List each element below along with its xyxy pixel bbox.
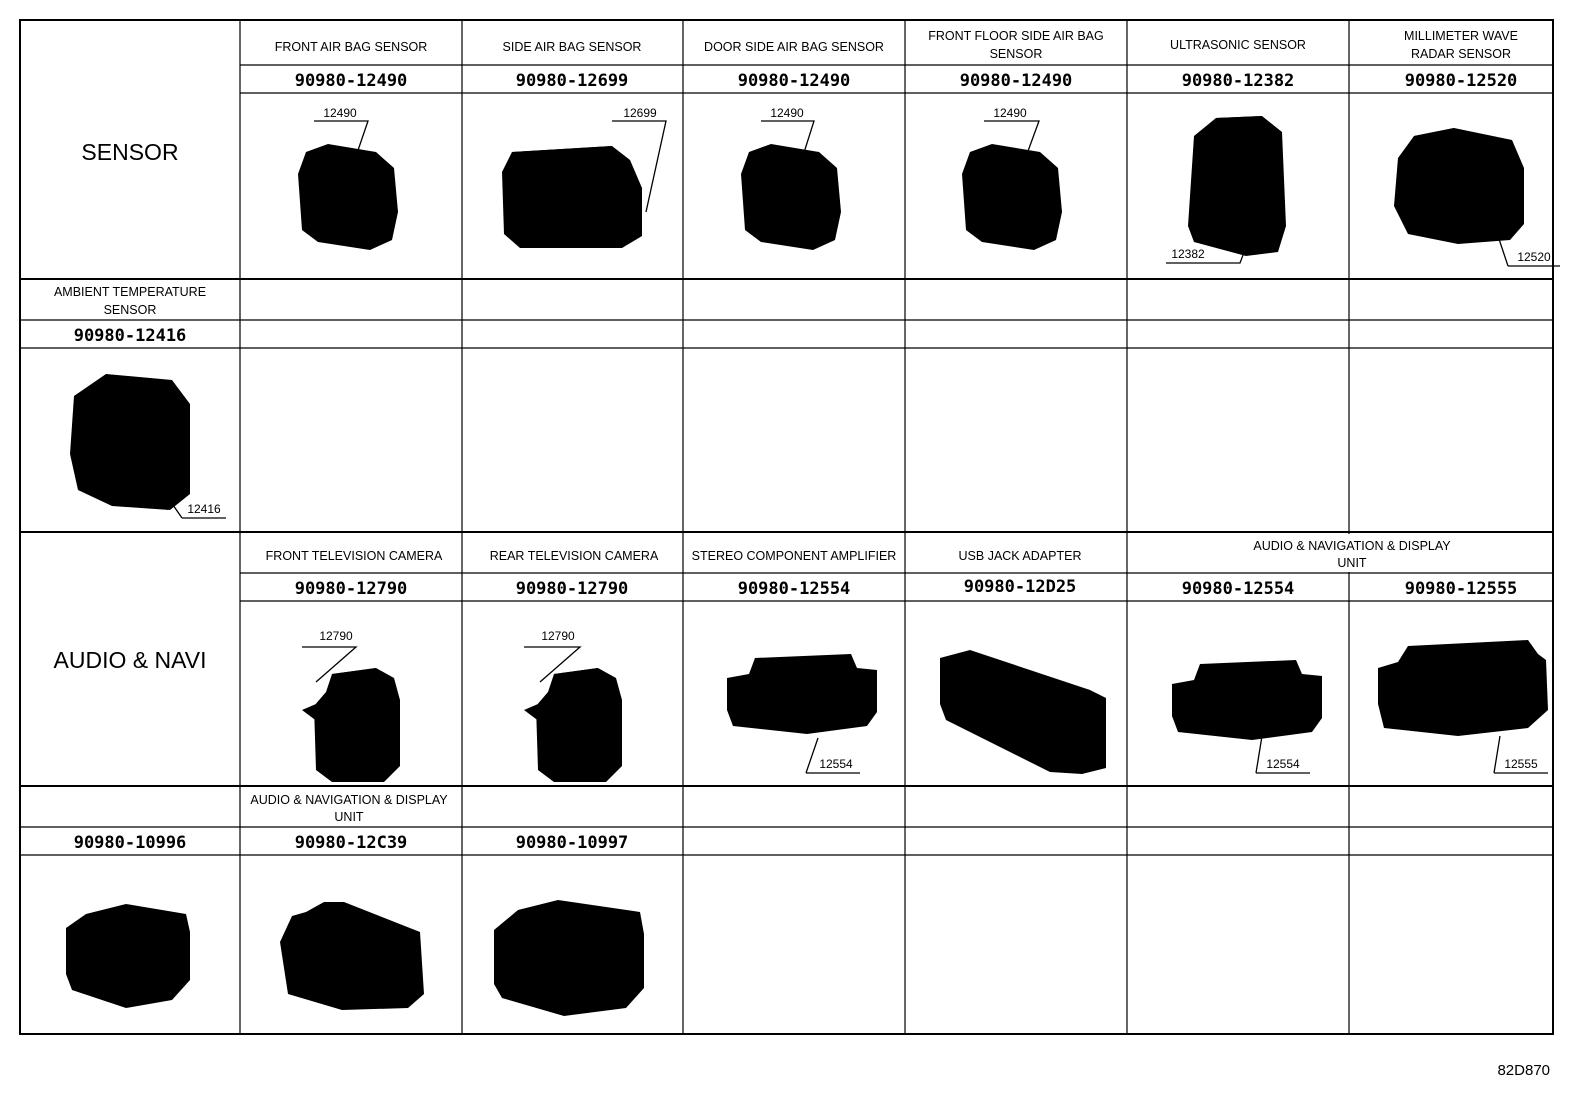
temperature-connector-icon bbox=[70, 374, 190, 510]
title-audio-navigation-display-unit: UNIT bbox=[1337, 556, 1367, 570]
title-audio-navigation-display-unit-2: UNIT bbox=[334, 810, 364, 824]
callout-label: 12382 bbox=[1171, 247, 1205, 261]
title-audio-navigation-display-2: AUDIO & NAVIGATION & DISPLAY bbox=[250, 793, 448, 807]
side-airbag-connector-icon bbox=[502, 146, 656, 248]
part-number: 90980-10996 bbox=[74, 833, 187, 853]
callout-label: 12554 bbox=[1266, 757, 1300, 771]
part-number: 90980-10997 bbox=[516, 833, 629, 853]
title-usb-jack-adapter: USB JACK ADAPTER bbox=[959, 549, 1082, 563]
part-number: 90980-12490 bbox=[960, 71, 1073, 91]
callout-leader bbox=[302, 646, 1548, 774]
title-front-floor-side-air-bag-sensor: FRONT FLOOR SIDE AIR BAG bbox=[928, 29, 1104, 43]
callout-label: 12555 bbox=[1504, 757, 1538, 771]
callout-label: 12416 bbox=[187, 502, 221, 516]
callout-label: 12790 bbox=[319, 629, 353, 643]
title-side-air-bag-sensor: SIDE AIR BAG SENSOR bbox=[503, 40, 642, 54]
part-number: 90980-12555 bbox=[1405, 579, 1518, 599]
part-number: 90980-12416 bbox=[74, 326, 187, 346]
small-block-connector-icon bbox=[66, 904, 190, 1008]
title-rear-television-camera: REAR TELEVISION CAMERA bbox=[490, 549, 659, 563]
wide-connector-icon bbox=[727, 654, 877, 734]
title-ultrasonic-sensor: ULTRASONIC SENSOR bbox=[1170, 38, 1306, 52]
part-number: 90980-12554 bbox=[738, 579, 851, 599]
callout-label: 12790 bbox=[541, 629, 575, 643]
callout-label: 12699 bbox=[623, 106, 657, 120]
title-ambient-temperature: AMBIENT TEMPERATURE bbox=[54, 285, 206, 299]
wide-connector-icon bbox=[1172, 660, 1322, 740]
title-ambient-temperature-2: SENSOR bbox=[104, 303, 157, 317]
part-number: 90980-12790 bbox=[516, 579, 629, 599]
part-number: 90980-12790 bbox=[295, 579, 408, 599]
callout-label: 12490 bbox=[993, 106, 1027, 120]
title-stereo-component-amplifier: STEREO COMPONENT AMPLIFIER bbox=[692, 549, 897, 563]
part-number: 90980-12520 bbox=[1405, 71, 1518, 91]
radar-connector-icon bbox=[1394, 128, 1524, 244]
title-radar-sensor: RADAR SENSOR bbox=[1411, 47, 1511, 61]
group-label-sensor: SENSOR bbox=[81, 139, 178, 165]
wide-connector-icon bbox=[1378, 640, 1548, 736]
part-number: 90980-12490 bbox=[738, 71, 851, 91]
part-number: 90980-12C39 bbox=[295, 833, 408, 853]
airbag-connector-icon bbox=[741, 144, 841, 250]
title-audio-navigation-display: AUDIO & NAVIGATION & DISPLAY bbox=[1253, 539, 1451, 553]
camera-connector-icon bbox=[302, 668, 400, 782]
grid-lines bbox=[19, 19, 1554, 1035]
camera-connector-icon bbox=[524, 668, 622, 782]
latch-connector-icon bbox=[280, 902, 424, 1010]
part-number: 90980-12382 bbox=[1182, 71, 1295, 91]
title-front-air-bag-sensor: FRONT AIR BAG SENSOR bbox=[275, 40, 428, 54]
ultrasonic-connector-icon bbox=[1188, 116, 1286, 256]
callout-leader bbox=[163, 491, 226, 519]
part-number: 90980-12554 bbox=[1182, 579, 1295, 599]
usb-connector-icon bbox=[940, 650, 1106, 774]
large-block-connector-icon bbox=[494, 900, 644, 1016]
title-front-floor-side-air-bag-sensor-2: SENSOR bbox=[990, 47, 1043, 61]
airbag-connector-icon bbox=[298, 144, 398, 250]
title-door-side-air-bag-sensor: DOOR SIDE AIR BAG SENSOR bbox=[704, 40, 884, 54]
callout-label: 12520 bbox=[1517, 250, 1551, 264]
group-label-audio-navi: AUDIO & NAVI bbox=[54, 647, 207, 673]
drawing-code: 82D870 bbox=[1497, 1062, 1550, 1079]
callout-label: 12490 bbox=[770, 106, 804, 120]
callout-leader bbox=[314, 120, 1560, 267]
title-millimeter-wave: MILLIMETER WAVE bbox=[1404, 29, 1518, 43]
callout-label: 12490 bbox=[323, 106, 357, 120]
airbag-connector-icon bbox=[962, 144, 1062, 250]
part-number: 90980-12D25 bbox=[964, 577, 1077, 597]
title-front-television-camera: FRONT TELEVISION CAMERA bbox=[266, 549, 443, 563]
part-number: 90980-12699 bbox=[516, 71, 629, 91]
part-number: 90980-12490 bbox=[295, 71, 408, 91]
callout-label: 12554 bbox=[819, 757, 853, 771]
